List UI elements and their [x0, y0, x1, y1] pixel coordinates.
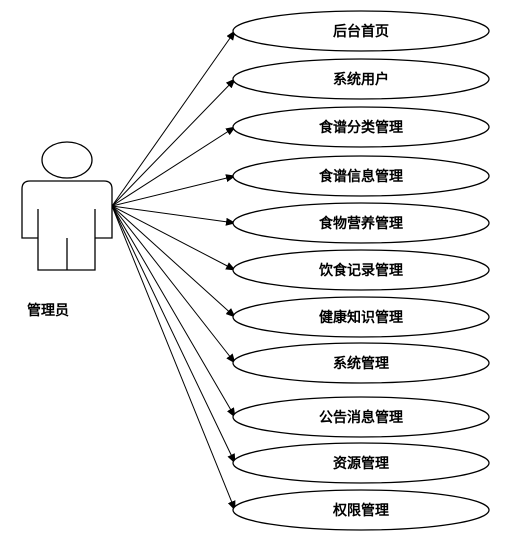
actor-body: [21, 180, 113, 271]
use-case-label: 饮食记录管理: [318, 262, 403, 279]
use-case-ellipse: [232, 396, 490, 438]
use-case-label: 系统管理: [333, 355, 389, 372]
association-arrow: [111, 126, 236, 207]
use-case-label: 食物营养管理: [319, 215, 403, 232]
use-case-ellipse: [232, 58, 490, 100]
use-case-8: 系统管理: [232, 342, 490, 384]
use-case-5: 食物营养管理: [232, 202, 490, 244]
association-arrow: [111, 205, 236, 511]
use-case-ellipse: [232, 342, 490, 384]
use-case-ellipse: [232, 442, 490, 484]
use-case-11: 权限管理: [232, 489, 490, 531]
use-case-7: 健康知识管理: [232, 296, 490, 338]
use-case-4: 食谱信息管理: [232, 155, 490, 197]
use-case-label: 系统用户: [333, 71, 389, 88]
use-case-label: 食谱分类管理: [319, 119, 403, 136]
association-arrow: [111, 205, 236, 271]
use-case-label: 食谱信息管理: [319, 168, 403, 185]
use-case-10: 资源管理: [232, 442, 490, 484]
actor-head: [41, 141, 93, 179]
use-case-2: 系统用户: [232, 58, 490, 100]
association-arrow: [111, 78, 236, 207]
use-case-ellipse: [232, 296, 490, 338]
association-arrow: [111, 205, 236, 318]
use-case-ellipse: [232, 202, 490, 244]
actor-figure: [21, 141, 113, 271]
association-arrow: [111, 205, 236, 226]
use-case-3: 食谱分类管理: [232, 106, 490, 148]
actor-label: 管理员: [27, 302, 69, 319]
use-case-label: 后台首页: [333, 23, 389, 40]
use-case-ellipse: [232, 249, 490, 291]
use-case-label: 资源管理: [333, 455, 389, 472]
use-case-label: 健康知识管理: [319, 309, 403, 326]
use-case-label: 公告消息管理: [319, 409, 403, 426]
use-case-ellipse: [232, 10, 490, 52]
use-case-ellipse: [232, 155, 490, 197]
use-case-ellipse: [232, 106, 490, 148]
association-arrow: [111, 30, 236, 207]
use-case-label: 权限管理: [332, 502, 389, 519]
association-arrow: [111, 205, 236, 464]
use-case-ellipse: [232, 489, 490, 531]
use-case-1: 后台首页: [232, 10, 490, 52]
association-arrow: [111, 205, 236, 418]
association-arrow: [111, 205, 236, 364]
use-case-6: 饮食记录管理: [232, 249, 490, 291]
association-arrow: [111, 174, 236, 207]
use-case-9: 公告消息管理: [232, 396, 490, 438]
associations: [111, 30, 236, 511]
use-cases: 后台首页系统用户食谱分类管理食谱信息管理食物营养管理饮食记录管理健康知识管理系统…: [232, 10, 490, 531]
